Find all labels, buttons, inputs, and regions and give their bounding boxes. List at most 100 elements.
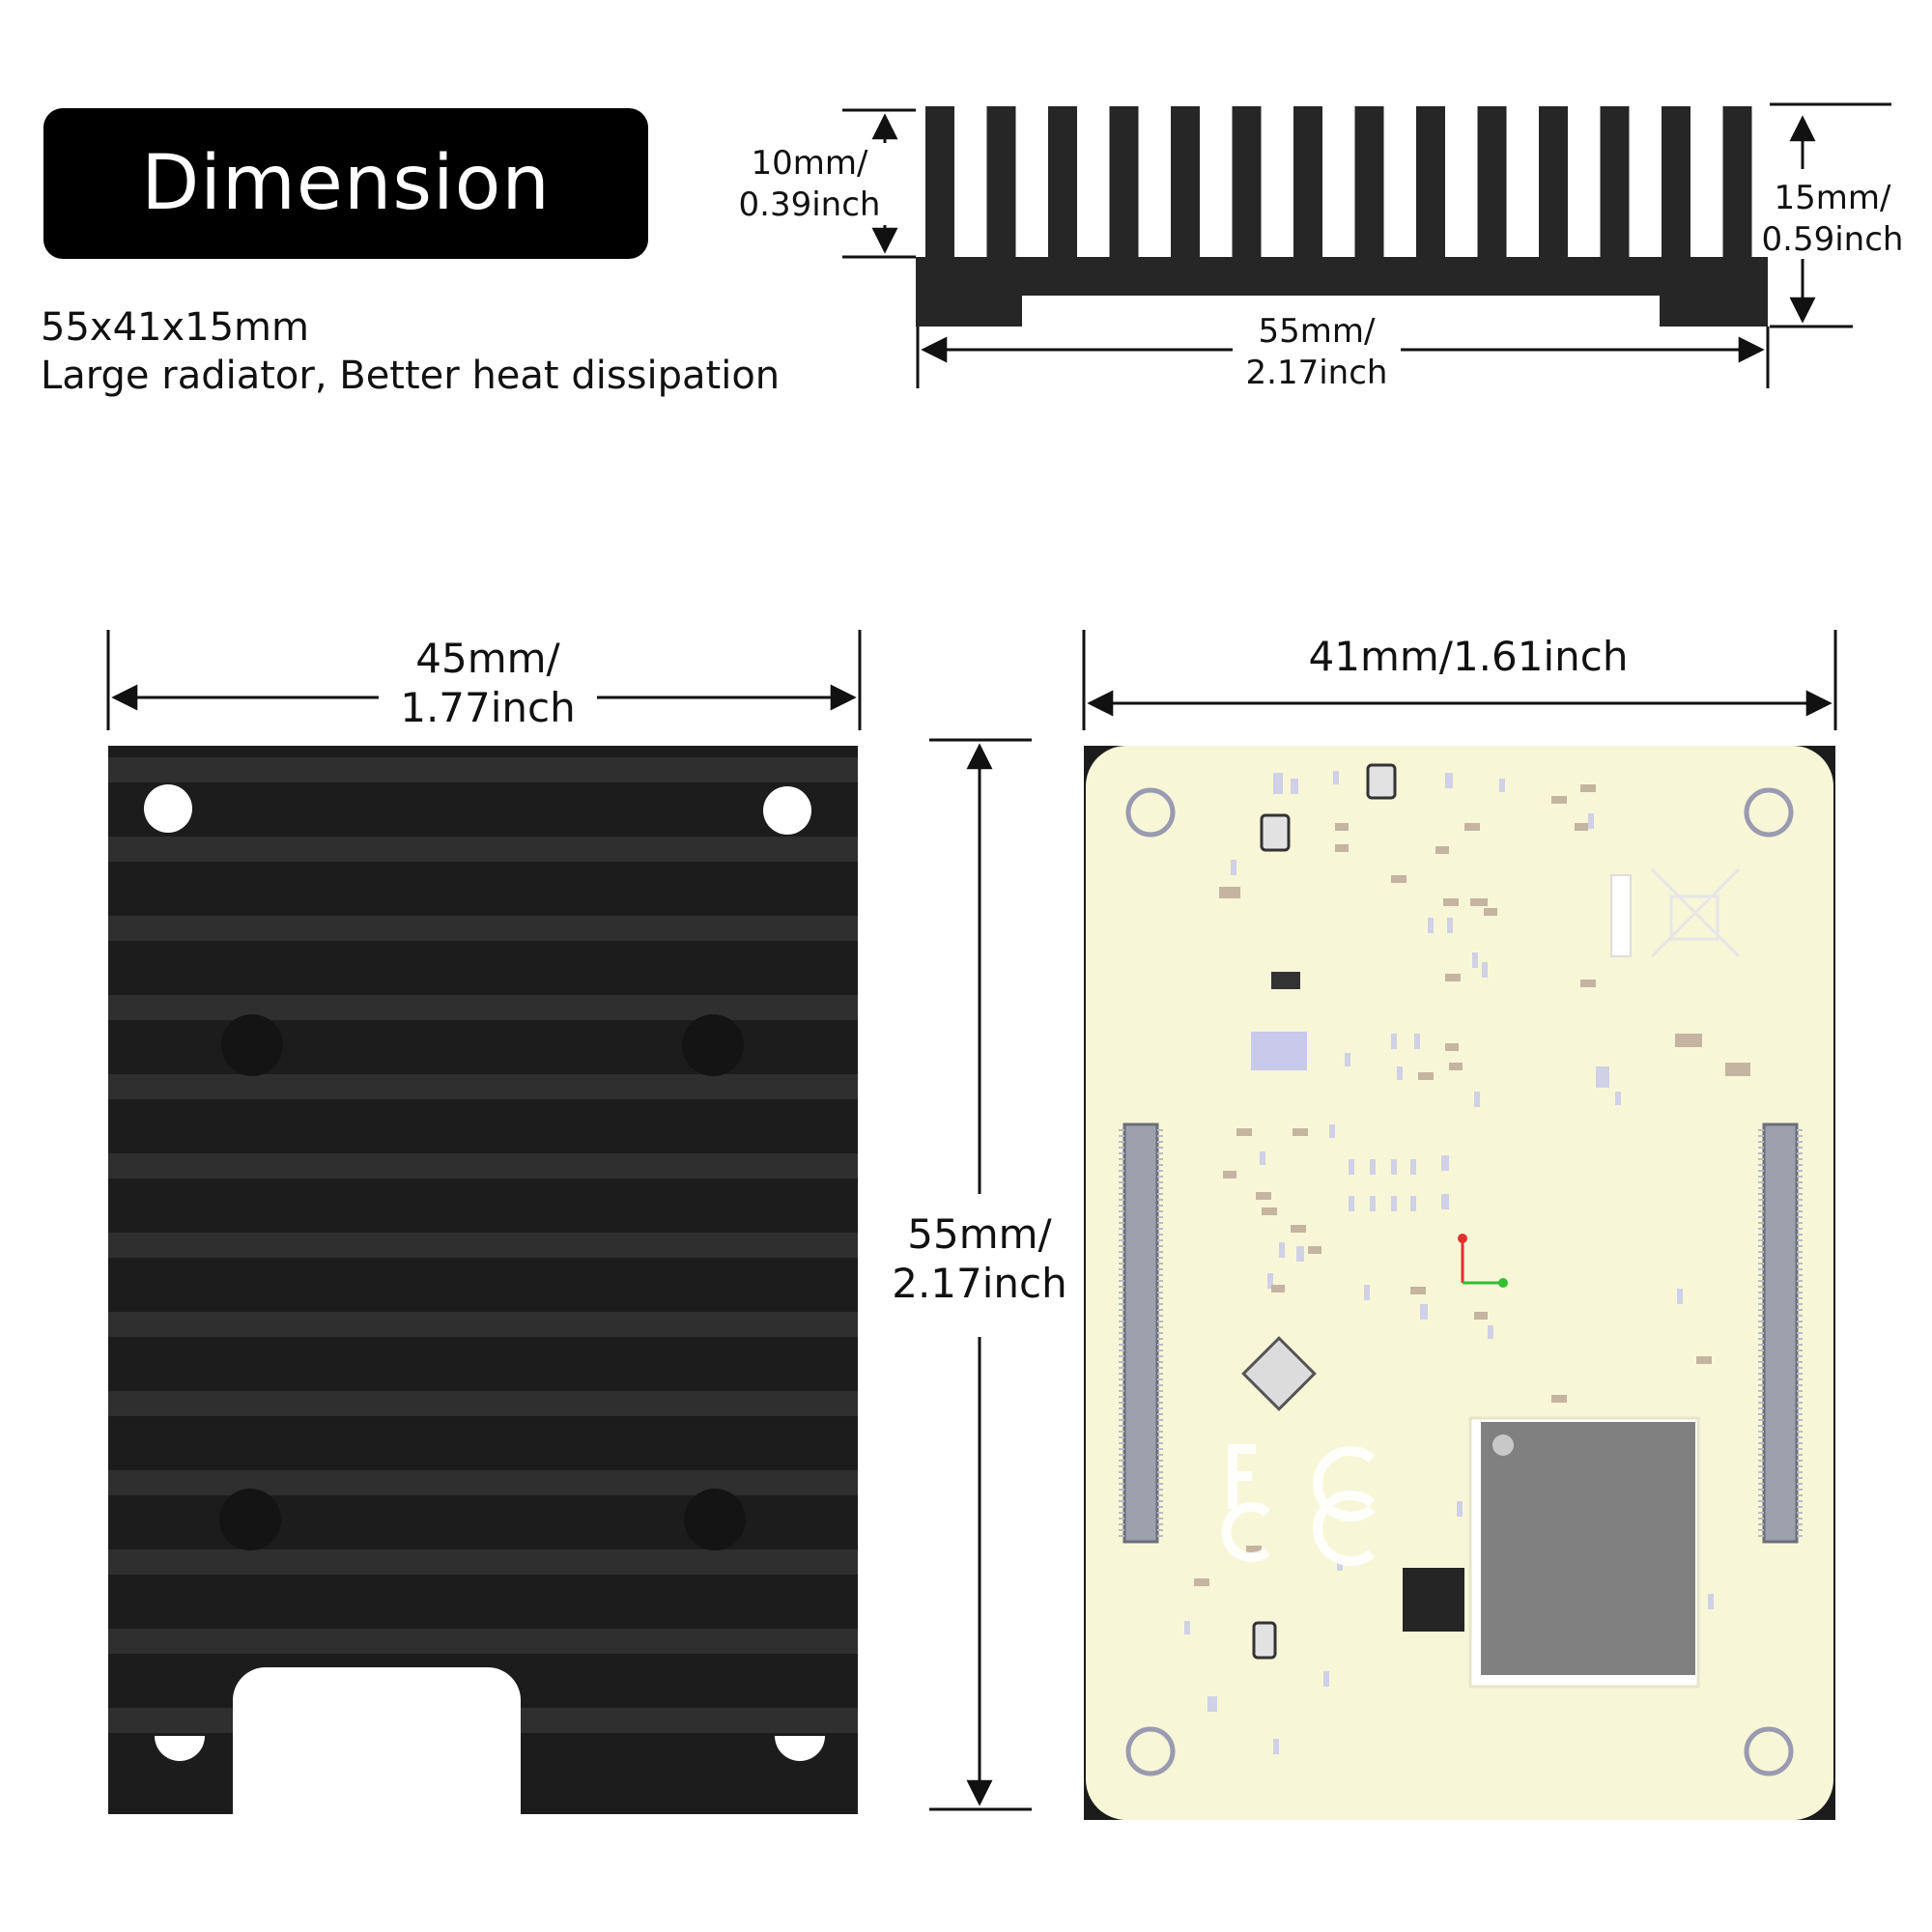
- fin-height-label: 10mm/ 0.39inch: [732, 143, 887, 225]
- board-dimension-lines: [1082, 630, 1837, 730]
- heatsink-stripe: [108, 1391, 858, 1416]
- top-height-label: 55mm/ 2.17inch: [889, 1209, 1070, 1309]
- smd-component: [1484, 908, 1497, 916]
- smd-component: [1677, 1289, 1683, 1304]
- smd-component: [1370, 1196, 1376, 1211]
- smd-component: [1267, 1273, 1273, 1289]
- smd-component: [1273, 773, 1283, 794]
- side-view-heatsink: [916, 106, 1768, 327]
- top-height-in: 2.17inch: [892, 1260, 1067, 1308]
- smd-component: [1349, 1196, 1354, 1211]
- smd-component: [1580, 784, 1596, 792]
- fin: [1662, 106, 1690, 261]
- smd-component: [1414, 1034, 1420, 1049]
- smd-component: [1256, 1192, 1271, 1200]
- length-mm: 55mm/: [1258, 312, 1376, 351]
- board-width-label: 41mm/1.61inch: [1308, 633, 1629, 680]
- smd-component: [1410, 1196, 1416, 1211]
- small-chip: [1366, 763, 1397, 800]
- smd-component: [1323, 1671, 1329, 1687]
- heatsink-stripe: [108, 1549, 858, 1575]
- smd-component: [1279, 1242, 1285, 1258]
- smd-component: [1445, 974, 1461, 981]
- heatsink-stripe: [108, 1233, 858, 1258]
- smd-component: [1391, 875, 1406, 883]
- length-label: 55mm/ 2.17inch: [1233, 311, 1401, 393]
- smd-component: [1575, 823, 1588, 831]
- smd-component: [1443, 898, 1459, 906]
- top-view-heatsink: [108, 746, 858, 1822]
- smd-component: [1208, 1696, 1217, 1712]
- small-chip: [1260, 813, 1291, 852]
- smd-component: [1675, 1034, 1702, 1047]
- smd-component: [1474, 1092, 1480, 1107]
- smd-component: [1449, 1063, 1463, 1070]
- smd-component: [1596, 1066, 1609, 1088]
- fin: [925, 106, 954, 261]
- smd-component: [1391, 1159, 1397, 1175]
- fin: [986, 106, 1016, 261]
- smd-component: [1335, 844, 1349, 852]
- smd-component: [1273, 1739, 1279, 1754]
- smd-component: [1470, 898, 1488, 906]
- total-height-in: 0.59inch: [1761, 219, 1904, 259]
- smd-component: [1447, 918, 1453, 933]
- smd-component: [1410, 1287, 1426, 1294]
- compute-module-board: [1084, 746, 1835, 1820]
- fin: [1477, 106, 1507, 261]
- mount-hole: [763, 786, 811, 835]
- smd-component: [1194, 1578, 1209, 1586]
- fin: [1600, 106, 1630, 261]
- smd-component: [1580, 980, 1596, 987]
- top-view-dimension-lines: [106, 630, 1032, 1811]
- smd-component: [1219, 887, 1240, 898]
- smd-component: [1364, 1285, 1370, 1300]
- heatsink-stripe: [108, 1074, 858, 1099]
- smd-component: [1271, 1285, 1285, 1293]
- heatsink-stripe: [108, 837, 858, 862]
- heatsink-stripe: [108, 1312, 858, 1337]
- smd-component: [1260, 1151, 1265, 1165]
- mount-hole: [144, 784, 192, 833]
- smd-component: [1410, 1159, 1416, 1175]
- feature-text: Large radiator, Better heat dissipation: [41, 354, 781, 398]
- top-height-mm: 55mm/: [907, 1210, 1052, 1258]
- title-banner: Dimension: [43, 108, 648, 259]
- smd-component: [1725, 1063, 1750, 1076]
- smd-component: [1262, 1208, 1277, 1215]
- smd-component: [1457, 1501, 1463, 1517]
- smd-component: [1445, 773, 1453, 788]
- smd-component: [1329, 1124, 1335, 1138]
- smd-component: [1335, 823, 1349, 831]
- smd-component: [1291, 1225, 1306, 1233]
- smd-component: [1551, 796, 1567, 804]
- fin: [1293, 106, 1322, 261]
- total-height-mm: 15mm/: [1774, 179, 1891, 217]
- small-chip: [1252, 1621, 1277, 1660]
- smd-component: [1482, 962, 1488, 978]
- heatsink-stripe: [108, 1629, 858, 1654]
- heatsink-stripe: [108, 916, 858, 941]
- top-width-label: 45mm/ 1.77inch: [379, 634, 597, 733]
- smd-component: [1499, 779, 1505, 792]
- page-title: Dimension: [141, 140, 551, 227]
- smd-component: [1184, 1621, 1190, 1634]
- fin: [1232, 106, 1262, 261]
- smd-component: [1441, 1194, 1449, 1209]
- smd-component: [1428, 918, 1434, 933]
- smd-component: [1293, 1128, 1308, 1136]
- top-width-in: 1.77inch: [400, 684, 576, 732]
- smd-component: [1488, 1325, 1493, 1339]
- size-spec: 55x41x15mm: [41, 305, 309, 350]
- smd-component: [1418, 1072, 1434, 1080]
- length-in: 2.17inch: [1245, 353, 1388, 392]
- smd-component: [1391, 1034, 1397, 1049]
- fin-height-in: 0.39inch: [738, 185, 881, 224]
- fin: [1048, 106, 1077, 261]
- heatsink-stripe: [108, 995, 858, 1020]
- smd-component: [1397, 1066, 1403, 1080]
- fin: [1416, 106, 1445, 261]
- smd-component: [1464, 823, 1480, 831]
- smd-component: [1696, 1356, 1712, 1364]
